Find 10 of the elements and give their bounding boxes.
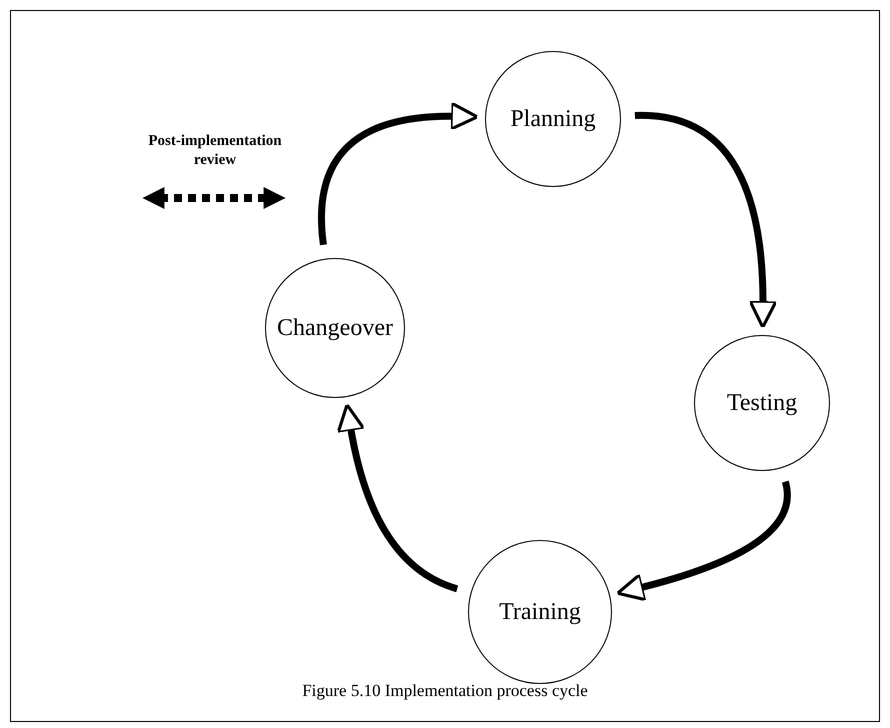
curved-arrow — [336, 403, 458, 592]
node-label: Planning — [510, 105, 596, 134]
curved-arrow — [634, 112, 778, 329]
curved-arrow — [318, 102, 479, 246]
review-label: Post-implementation review — [147, 132, 283, 170]
node-label: Changeover — [277, 314, 393, 343]
node-label: Training — [499, 598, 581, 627]
figure-caption: Figure 5.10 Implementation process cycle — [301, 680, 589, 702]
curved-arrow — [616, 481, 791, 602]
node-label: Testing — [726, 389, 798, 418]
